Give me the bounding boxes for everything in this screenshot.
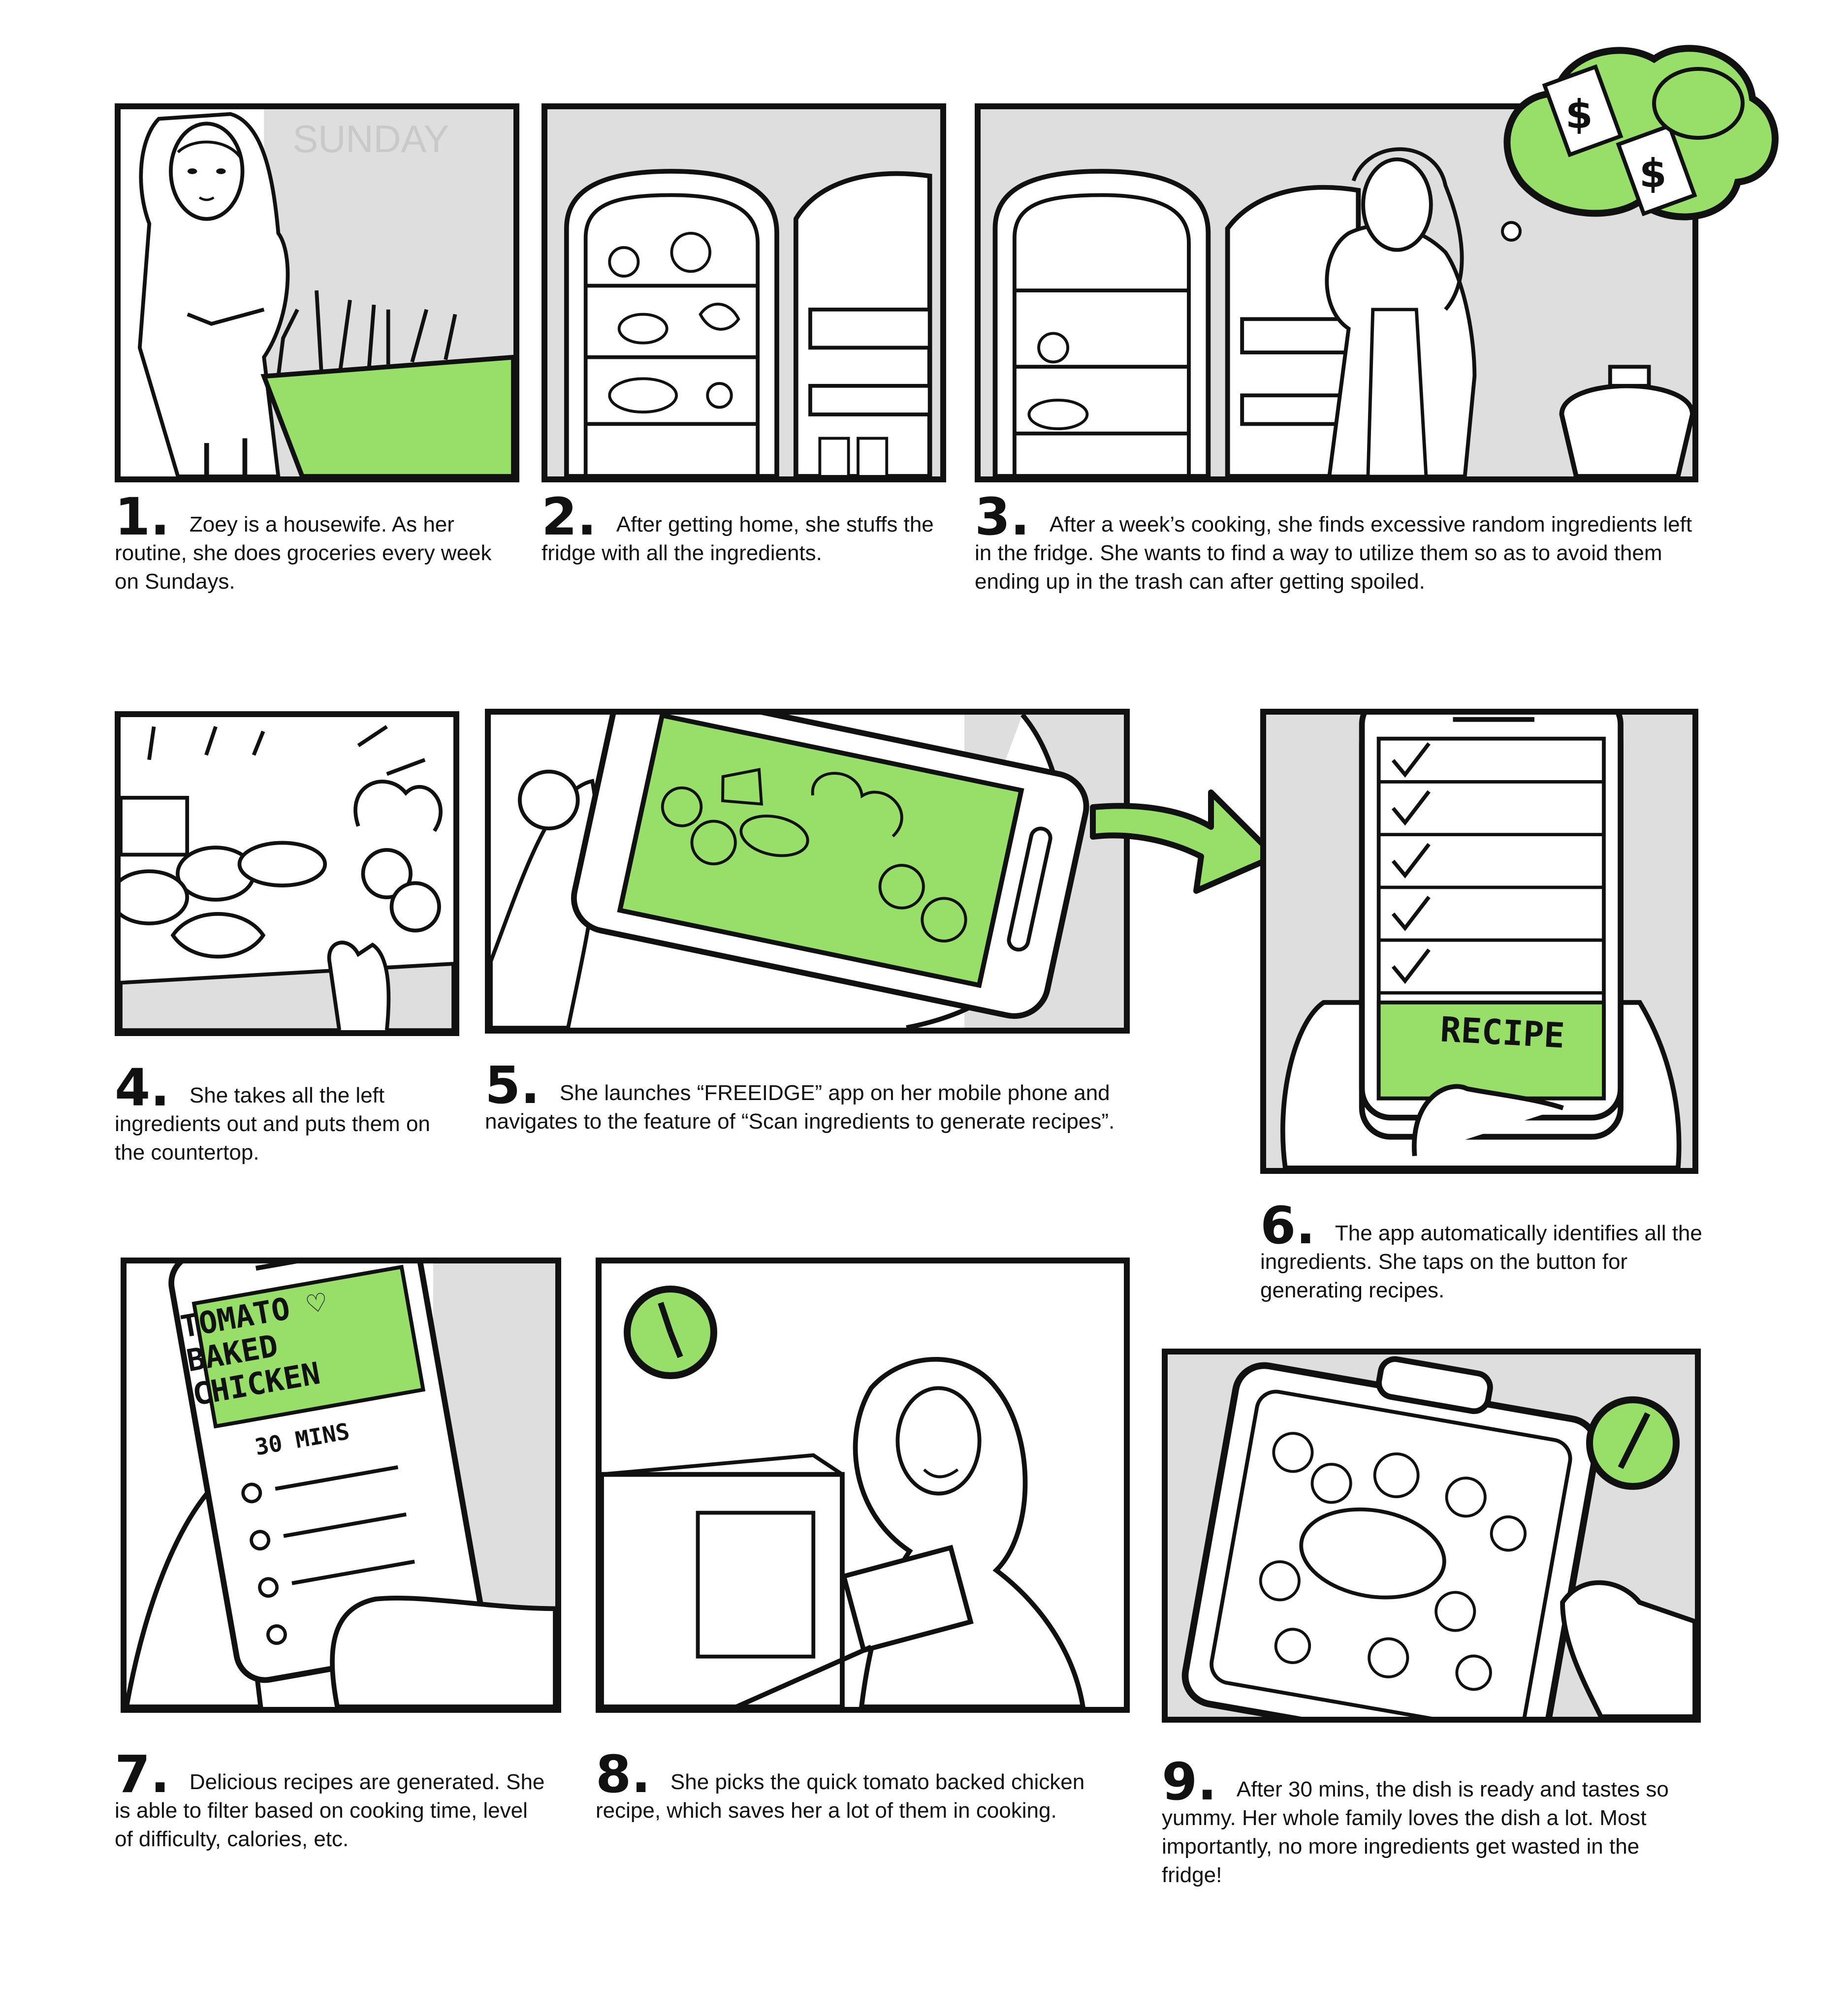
panel-5-text: She launches “FREEIDGE” app on her mobil… (485, 1081, 1115, 1134)
clock-icon (624, 1286, 717, 1379)
panel-7-illustration (127, 1263, 555, 1707)
panel-8-illustration (602, 1357, 1085, 1707)
panel-2-text: After getting home, she stuffs the fridg… (542, 512, 934, 565)
panel-9-caption: 9.After 30 mins, the dish is ready and t… (1162, 1756, 1693, 1890)
panel-7-text: Delicious recipes are generated. She is … (115, 1770, 545, 1851)
panel-6-number: 6. (1260, 1196, 1315, 1256)
panel-6-illustration (1266, 715, 1692, 1168)
panel-5-caption: 5.She launches “FREEIDGE” app on her mob… (485, 1060, 1130, 1136)
panel-4-text: She takes all the left ingredients out a… (115, 1083, 430, 1165)
panel-9-number: 9. (1162, 1752, 1217, 1812)
dollar-sign-2: $ (1639, 151, 1667, 196)
panel-3-number: 3. (975, 487, 1030, 547)
svg-text:SUNDAY: SUNDAY (292, 118, 449, 160)
panel-8 (596, 1258, 1130, 1713)
panel-1-text: Zoey is a housewife. As her routine, she… (115, 512, 492, 594)
panel-5-number: 5. (485, 1055, 540, 1115)
panel-2 (542, 103, 946, 482)
panel-5 (485, 709, 1130, 1034)
panel-4-number: 4. (115, 1058, 170, 1118)
panel-1-number: 1. (115, 487, 170, 547)
panel-7-caption: 7.Delicious recipes are generated. She i… (115, 1749, 548, 1854)
panel-4-illustration (121, 725, 453, 1030)
panel-8-caption: 8.She picks the quick tomato backed chic… (596, 1749, 1132, 1825)
dollar-sign-1: $ (1565, 92, 1593, 137)
panel-5-illustration (491, 715, 1124, 1028)
panel-8-number: 8. (596, 1744, 651, 1804)
panel-9-text: After 30 mins, the dish is ready and tas… (1162, 1777, 1669, 1887)
clock-icon-2 (1586, 1396, 1680, 1490)
arrow-icon (1090, 789, 1278, 894)
panel-2-caption: 2.After getting home, she stuffs the fri… (542, 491, 945, 567)
thought-bubble: $ $ (1501, 45, 1779, 242)
panel-9 (1162, 1349, 1701, 1723)
panel-6-text: The app automatically identifies all the… (1260, 1221, 1702, 1302)
panel-4 (115, 711, 459, 1036)
panel-4-caption: 4.She takes all the left ingredients out… (115, 1062, 459, 1167)
panel-7-number: 7. (115, 1744, 170, 1804)
panel-7: TOMATO ♡ BAKED CHICKEN 30 MINS (121, 1258, 561, 1713)
panel-6-caption: 6.The app automatically identifies all t… (1260, 1200, 1703, 1305)
panel-8-text: She picks the quick tomato backed chicke… (596, 1770, 1085, 1823)
panel-1-caption: 1.Zoey is a housewife. As her routine, s… (115, 491, 499, 596)
panel-1: SUNDAY (115, 103, 519, 482)
panel-6: RECIPE (1260, 709, 1698, 1174)
panel-1-illustration: SUNDAY (137, 109, 513, 476)
panel-2-number: 2. (542, 487, 597, 547)
panel-2-illustration (547, 109, 940, 476)
panel-3-illustration (981, 109, 1692, 476)
panel-3-caption: 3.After a week’s cooking, she finds exce… (975, 491, 1713, 596)
panel-3-text: After a week’s cooking, she finds excess… (975, 512, 1692, 594)
